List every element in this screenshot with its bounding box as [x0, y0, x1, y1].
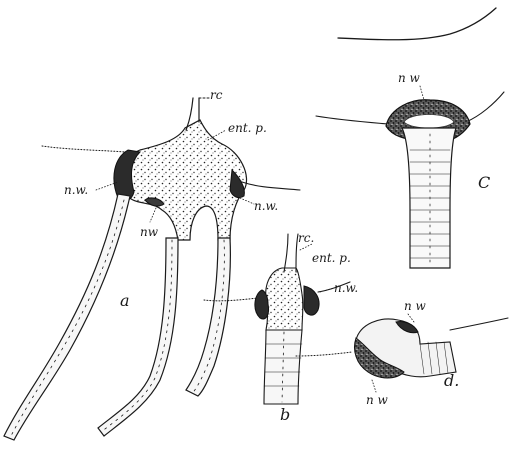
tentacle-a-middle — [98, 238, 178, 436]
label-ent-p-b: ent. p. — [312, 251, 351, 265]
label-nw-b: n.w. — [334, 281, 358, 295]
membrane-a-left — [42, 146, 125, 152]
neck-wall-b-left — [255, 290, 269, 319]
label-nw-c: n w — [398, 71, 421, 85]
label-nw-a-right: n.w. — [254, 199, 278, 213]
capsule-a-body — [122, 120, 246, 240]
label-letter-a: a — [120, 291, 130, 310]
figure-a: rc ent. p. n.w. nw n.w. a — [4, 88, 300, 440]
membrane-a-right — [242, 182, 300, 190]
label-rc-b: rc. — [298, 231, 314, 245]
label-letter-c: C — [478, 173, 490, 192]
label-letter-d: d. — [444, 371, 459, 390]
label-nw-d-bottom: n w — [366, 393, 389, 407]
neck-wall-b-right — [304, 286, 319, 315]
label-nw-a-left: n.w. — [64, 183, 88, 197]
label-letter-b: b — [280, 405, 290, 424]
capsule-b-body — [266, 268, 303, 330]
figure-d: n w n w d. — [296, 299, 508, 407]
tentacle-a-left — [4, 194, 130, 440]
tentacle-a-right — [186, 238, 230, 396]
label-nw-a-center: nw — [140, 225, 159, 239]
membrane-line-top — [338, 8, 496, 40]
label-nw-d-top: n w — [404, 299, 427, 313]
label-ent-p-a: ent. p. — [228, 121, 267, 135]
figure-c: n w C — [316, 71, 504, 268]
label-rc-a: rc — [210, 88, 223, 102]
